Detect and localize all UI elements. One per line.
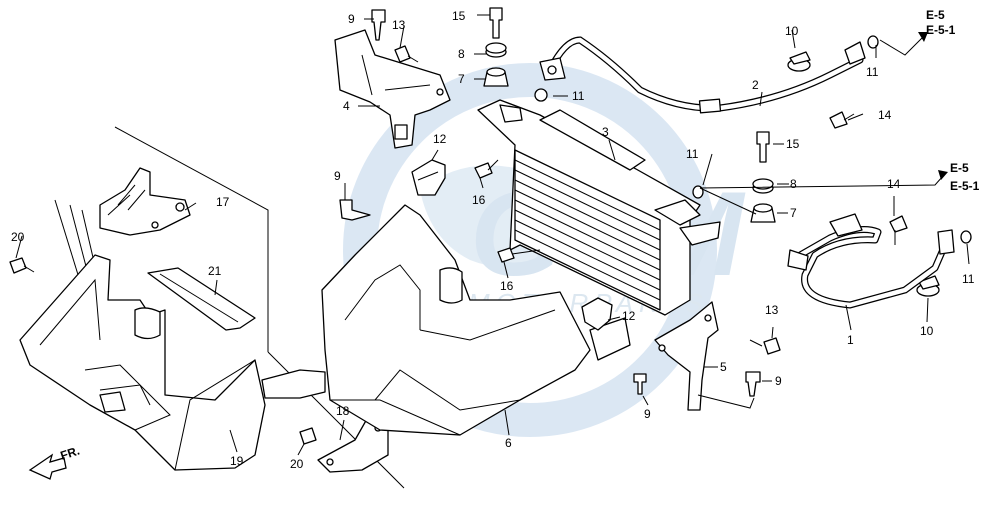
direction-label: FR.: [59, 444, 82, 463]
callout-part-19: 19: [230, 454, 244, 468]
part-17-bracket: [99, 167, 191, 236]
arrow-fr-icon: [28, 453, 67, 480]
callout-part-16-lower: 16: [500, 279, 514, 293]
callout-part-6: 6: [505, 436, 512, 450]
part-10-clamp-right: [916, 275, 940, 297]
part-5-bracket: [654, 301, 719, 411]
reference-mid-line2: E-5-1: [950, 179, 980, 193]
part-19-tray: [19, 254, 326, 471]
callout-part-3: 3: [602, 125, 609, 139]
part-9-clip-lower-right: [745, 371, 761, 397]
callout-part-11-top: 11: [572, 89, 585, 103]
part-2-hose: [539, 36, 866, 114]
callout-part-20-left: 20: [11, 230, 25, 244]
callout-part-17: 17: [216, 195, 230, 209]
callout-part-14-top: 14: [878, 108, 892, 122]
part-16-bolt-lower: [497, 247, 541, 263]
reference-arrow-mid: [699, 170, 948, 189]
part-8-collar-top: [485, 42, 507, 58]
part-16-bolt-upper: [474, 159, 499, 179]
cooler-fins: [514, 159, 661, 301]
callout-part-8-right: 8: [790, 177, 797, 191]
callout-part-9-top: 9: [348, 12, 355, 26]
part-9-clip-lower-left: [633, 373, 647, 395]
callout-part-15-top: 15: [452, 9, 466, 23]
callout-part-5: 5: [720, 360, 727, 374]
leader-lines: [15, 14, 970, 456]
callout-part-14-mid: 14: [887, 177, 901, 191]
part-4-bracket: [334, 29, 451, 149]
arrow-reference-icon: [918, 32, 928, 42]
direction-marker: FR.: [28, 444, 82, 480]
part-9-bolt-top: [371, 9, 386, 41]
part-6-tray: [321, 204, 631, 436]
callout-part-11-right-mid: 11: [962, 272, 975, 286]
part-21-strap: [147, 267, 256, 331]
callout-part-11-right-top: 11: [866, 65, 879, 79]
callout-part-12-lower: 12: [622, 309, 636, 323]
part-20-bolt-left: [9, 257, 35, 274]
part-7-grommet-right: [750, 203, 776, 223]
part-11-washer-mid: [692, 185, 704, 199]
part-14-bolt-top: [829, 111, 855, 129]
part-13-bolt-lower: [749, 337, 781, 355]
callout-part-10-right: 10: [920, 324, 934, 338]
callout-part-7-right: 7: [790, 206, 797, 220]
callout-part-16-upper: 16: [472, 193, 486, 207]
callout-part-13-lower: 13: [765, 303, 779, 317]
callout-part-11-mid: 11: [686, 147, 699, 161]
callout-part-20-lower: 20: [290, 457, 304, 471]
part-11-washer-right-mid: [960, 230, 972, 244]
arrow-reference-icon: [938, 170, 948, 180]
part-15-bolt-top: [489, 7, 503, 39]
callout-part-15-right: 15: [786, 137, 800, 151]
part-1-hose: [787, 213, 955, 309]
callout-part-8-top: 8: [458, 47, 465, 61]
callout-part-13-top: 13: [392, 18, 406, 32]
callout-part-7-top: 7: [458, 72, 465, 86]
part-10-clamp-top: [787, 51, 811, 72]
reference-mid-line1: E-5: [950, 161, 969, 175]
part-8-collar-right: [752, 178, 774, 194]
part-7-grommet-top: [483, 67, 509, 87]
part-15-bolt-right: [756, 131, 770, 163]
part-3-oil-cooler: [477, 99, 721, 316]
callout-numbers: 1 2 3 4 5 6 7 7 8 8 9 9 9 9 10 10 11 11 …: [11, 9, 975, 471]
callout-part-9-lower-left: 9: [644, 407, 651, 421]
reference-arrow-top: [879, 32, 928, 56]
part-13-bolt-top: [394, 45, 419, 63]
part-18-bracket: [317, 409, 389, 473]
part-11-washer-top: [534, 88, 548, 102]
callout-part-12-upper: 12: [433, 132, 447, 146]
callout-part-21: 21: [208, 264, 222, 278]
callout-part-9-left: 9: [334, 169, 341, 183]
callout-part-4: 4: [343, 99, 350, 113]
part-20-bolt-lower: [299, 427, 317, 445]
reference-top-line1: E-5: [926, 8, 945, 22]
callout-part-9-lower-right: 9: [775, 374, 782, 388]
reference-top-line2: E-5-1: [926, 23, 956, 37]
callout-part-10-top: 10: [785, 24, 799, 38]
callout-part-1: 1: [847, 333, 854, 347]
part-14-bolt-mid: [889, 215, 908, 245]
part-9-clip-left: [339, 199, 371, 221]
callout-part-2: 2: [752, 78, 759, 92]
callout-part-18: 18: [336, 404, 350, 418]
